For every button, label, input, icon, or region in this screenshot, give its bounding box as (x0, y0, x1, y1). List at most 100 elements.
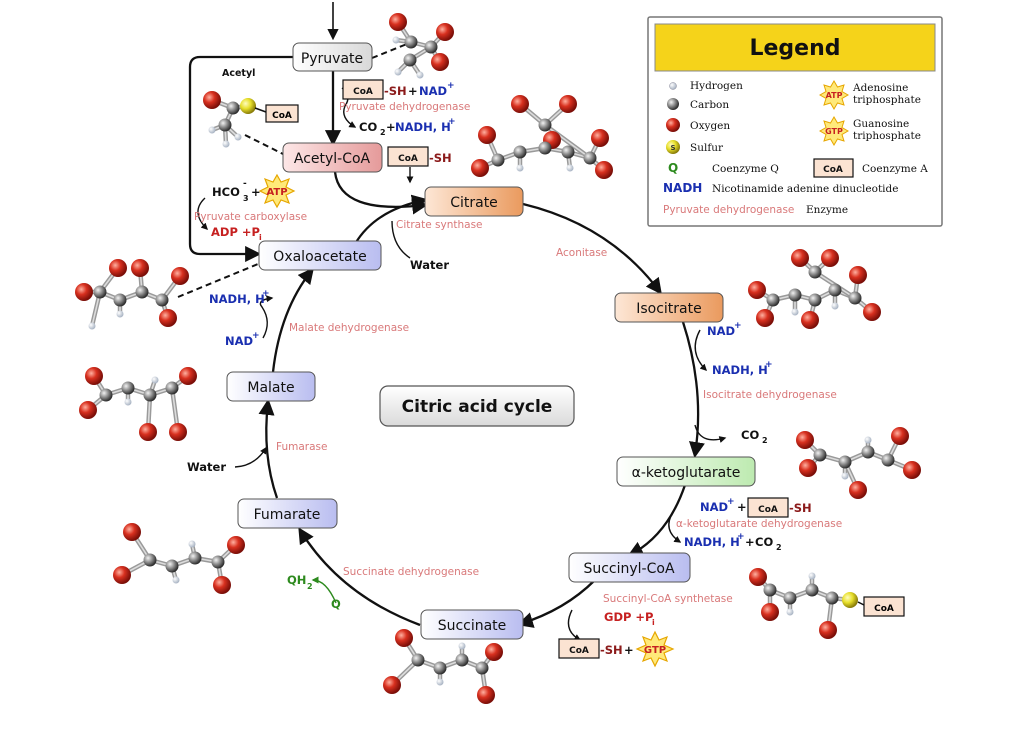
akg-molecule (796, 427, 921, 499)
arrow-succinate-fumarate (298, 527, 421, 627)
arrow-acetylcoa-citrate (333, 171, 429, 215)
legend-gtp-line2: triphosphate (853, 130, 921, 142)
gtp-text: GTP (644, 645, 666, 656)
enzyme-akg-dh: α-ketoglutarate dehydrogenase (676, 518, 842, 530)
qh2-q: QH 2 Q (287, 573, 341, 611)
nadh-co2-akg: NADH, H + + CO 2 (684, 532, 782, 552)
legend-coa-symbol: CoA (823, 165, 843, 175)
citrate-label: Citrate (450, 195, 498, 211)
nad-charge: + (252, 331, 260, 341)
co2-label: CO (755, 535, 773, 549)
legend-gtp-line1: Guanosine (853, 118, 909, 130)
plus-sign: + (408, 84, 418, 98)
node-succinate: Succinate (420, 609, 524, 640)
legend-q-symbol: Q (668, 161, 678, 175)
oxaloacetate-molecule (75, 259, 189, 330)
succinyl-coa-label: Succinyl-CoA (583, 561, 674, 577)
nadh-label: NADH, H (712, 363, 768, 377)
succinyl-coa-molecule (749, 568, 858, 639)
enzyme-pyruvate-dh: Pyruvate dehydrogenase (339, 101, 470, 113)
node-fumarate: Fumarate (237, 498, 338, 529)
node-succinyl-coa: Succinyl-CoA (568, 552, 691, 583)
legend-enzyme-sample: Pyruvate dehydrogenase (663, 204, 794, 216)
pyruvate-molecule (389, 13, 454, 79)
nad-label: NAD (419, 84, 447, 98)
gdp-pi: GDP +P i (604, 610, 655, 627)
nadh-malate: NADH, H + (209, 289, 270, 306)
enzyme-succinate-dh: Succinate dehydrogenase (343, 566, 479, 578)
legend-gtp-text: GTP (825, 127, 843, 136)
enzyme-succinyl-coa-synthetase: Succinyl-CoA synthetase (603, 593, 733, 605)
side-arrows (197, 87, 727, 641)
fumarate-molecule (113, 523, 245, 594)
enzyme-pyruvate-carboxylase: Pyruvate carboxylase (194, 211, 307, 223)
isocitrate-molecule (748, 249, 881, 329)
nadh-label: NADH, H (684, 535, 740, 549)
akg-label: α-ketoglutarate (632, 465, 741, 481)
arrow-akg-succinylcoa (627, 484, 687, 557)
coa-sh-acetyl: CoA -SH (387, 146, 452, 184)
hco3-charge: - (243, 179, 247, 189)
hydrogen-icon (669, 82, 677, 90)
nad-label: NAD (225, 334, 253, 348)
h-charge: + (448, 117, 456, 127)
cofactors: Acetyl CoA -SH + NAD + CO 2 + NADH, H + … (187, 68, 812, 668)
plus-sign: + (624, 643, 634, 657)
nad-charge: + (447, 81, 455, 91)
acetyl-label: Acetyl (222, 68, 255, 79)
node-malate: Malate (226, 371, 316, 402)
gdp-subscript: i (652, 618, 655, 627)
nad-label: NAD (707, 324, 735, 338)
acetyl-molecule (203, 91, 256, 148)
nad-label: NAD (700, 500, 728, 514)
plus-sign: + (745, 535, 755, 549)
coa-gtp-succinyl: CoA -SH + GTP (558, 630, 675, 668)
h-charge: + (262, 289, 270, 299)
legend-sulfur: Sulfur (690, 142, 724, 154)
co2-isocitrate: CO 2 (741, 428, 768, 445)
sulfur-icon: S (666, 140, 680, 154)
q-label: Q (331, 597, 341, 611)
arrow-citrate-isocitrate (522, 202, 662, 295)
plus-sign: + (737, 500, 747, 514)
legend-nadh-symbol: NADH (663, 181, 702, 195)
atp-icon: ATP (258, 173, 296, 209)
nad-charge: + (727, 497, 735, 507)
legend-coa-box (813, 158, 854, 178)
enzyme-fumarase: Fumarase (276, 441, 327, 453)
legend-q-label: Coenzyme Q (712, 163, 779, 175)
succinyl-coa-tag-box (863, 596, 905, 617)
co2-subscript: 2 (380, 128, 386, 137)
water-label-citrate: Water (410, 258, 449, 272)
legend-carbon: Carbon (690, 99, 729, 111)
malate-label: Malate (247, 380, 294, 396)
legend-enzyme-label: Enzyme (806, 204, 848, 216)
atp-text: ATP (266, 187, 287, 198)
oxaloacetate-label: Oxaloacetate (273, 249, 366, 265)
malate-molecule (79, 367, 197, 441)
plus-sign: + (386, 120, 396, 134)
coa-sh-pyruvate: CoA -SH + NAD + (342, 79, 455, 100)
legend-coa-label: Coenzyme A (862, 163, 928, 175)
arrow-fumarate-malate (258, 398, 279, 499)
acetyl-coa-label: Acetyl-CoA (294, 151, 371, 167)
enzyme-aconitase: Aconitase (556, 247, 607, 259)
qh2-subscript: 2 (307, 582, 313, 591)
coa-tag: CoA (758, 505, 778, 515)
h-charge: + (737, 532, 745, 542)
cycle-title: Citric acid cycle (402, 397, 553, 417)
co2-subscript: 2 (776, 543, 782, 552)
co2-label: CO (359, 120, 377, 134)
pyruvate-label: Pyruvate (301, 51, 363, 67)
legend-gtp-icon: GTP (819, 116, 849, 146)
nad-coa-akg: NAD + + CoA -SH (700, 497, 812, 518)
arrow-pyruvate-oxaloacetate (188, 55, 293, 263)
hco3-label: HCO (212, 185, 240, 199)
legend: Legend Hydrogen Carbon Oxygen S Sulfur A… (647, 16, 943, 227)
citrate-molecule (471, 95, 613, 179)
legend-hydrogen: Hydrogen (690, 80, 743, 92)
co2-subscript: 2 (762, 436, 768, 445)
coa-tag: CoA (353, 87, 373, 97)
acetyl-coa-tag: CoA (272, 111, 292, 121)
